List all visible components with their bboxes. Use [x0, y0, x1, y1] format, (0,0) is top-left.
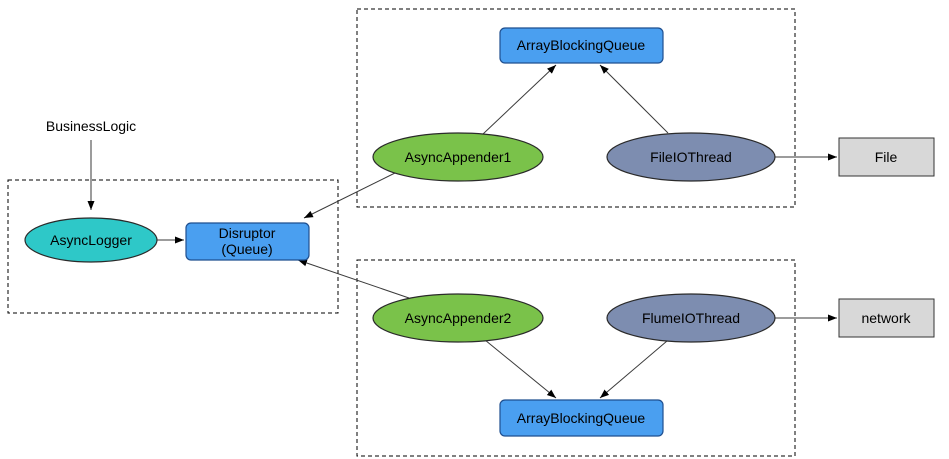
file-io-thread-node — [606, 132, 776, 182]
disruptor-queue-sublabel: (Queue) — [221, 241, 272, 257]
appender1-group-box — [356, 8, 796, 208]
async-appender2-node — [372, 293, 544, 343]
file-sink-label: File — [875, 149, 898, 165]
edge-appender1-to-disruptor — [303, 170, 400, 219]
flume-io-thread-node — [606, 293, 776, 343]
async-logger-label: AsyncLogger — [50, 232, 132, 248]
network-sink-node — [838, 298, 935, 338]
async-logger-node — [24, 217, 158, 263]
logger-group-box — [7, 179, 339, 314]
edge-appender1-to-queue-top — [482, 64, 557, 135]
disruptor-label: Disruptor — [219, 225, 276, 241]
array-blocking-queue-top-label: ArrayBlockingQueue — [517, 37, 646, 53]
edge-flumethread-to-queue-bottom — [599, 340, 668, 399]
async-appender1-label: AsyncAppender1 — [405, 149, 512, 165]
array-blocking-queue-top-node — [499, 27, 664, 64]
appender2-group-box — [356, 259, 796, 457]
async-appender1-node — [372, 132, 544, 182]
file-sink-node — [838, 137, 935, 177]
business-logic-label: BusinessLogic — [46, 118, 136, 134]
flume-io-thread-label: FlumeIOThread — [642, 310, 740, 326]
async-appender2-label: AsyncAppender2 — [405, 310, 512, 326]
array-blocking-queue-bottom-node — [499, 399, 664, 437]
file-io-thread-label: FileIOThread — [650, 149, 732, 165]
edge-appender2-to-queue-bottom — [484, 339, 557, 399]
network-sink-label: network — [861, 310, 911, 326]
disruptor-queue-node — [185, 222, 310, 261]
array-blocking-queue-bottom-label: ArrayBlockingQueue — [517, 410, 646, 426]
edge-filethread-to-queue-top — [599, 64, 669, 134]
edge-appender2-to-disruptor — [297, 259, 410, 299]
